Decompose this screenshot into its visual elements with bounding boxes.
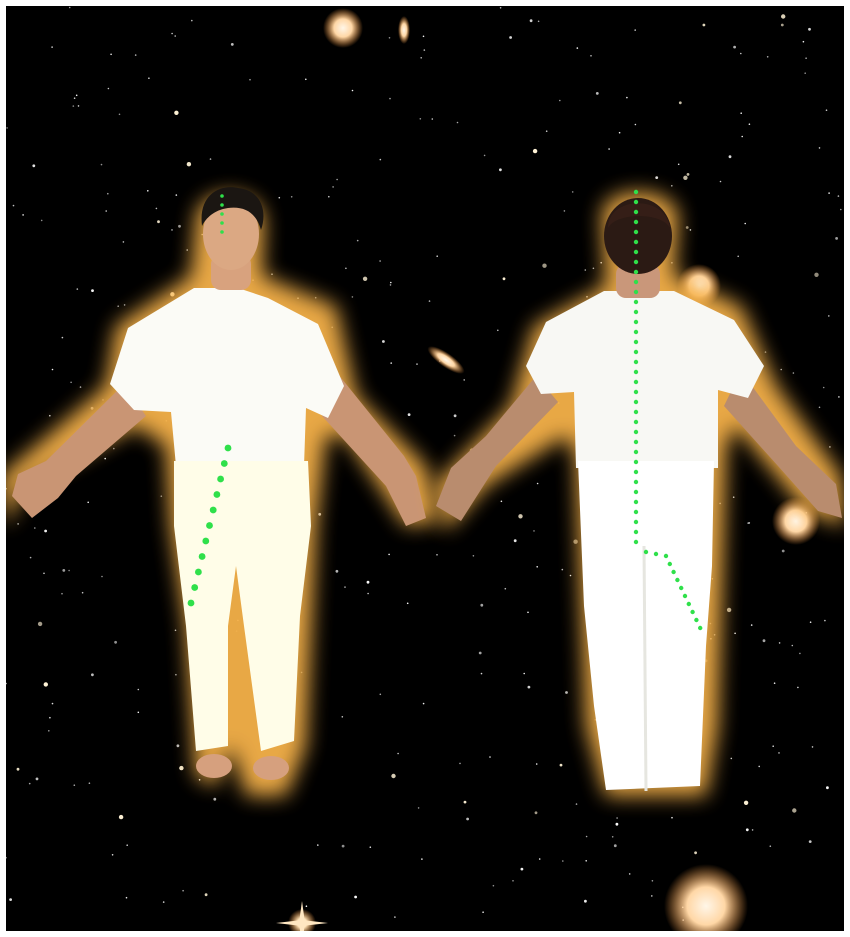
scene-canvas [6, 6, 844, 931]
starfield-image [6, 6, 844, 931]
back-figure [434, 190, 844, 796]
front-figure [6, 187, 438, 796]
bright-orbs [276, 8, 820, 931]
